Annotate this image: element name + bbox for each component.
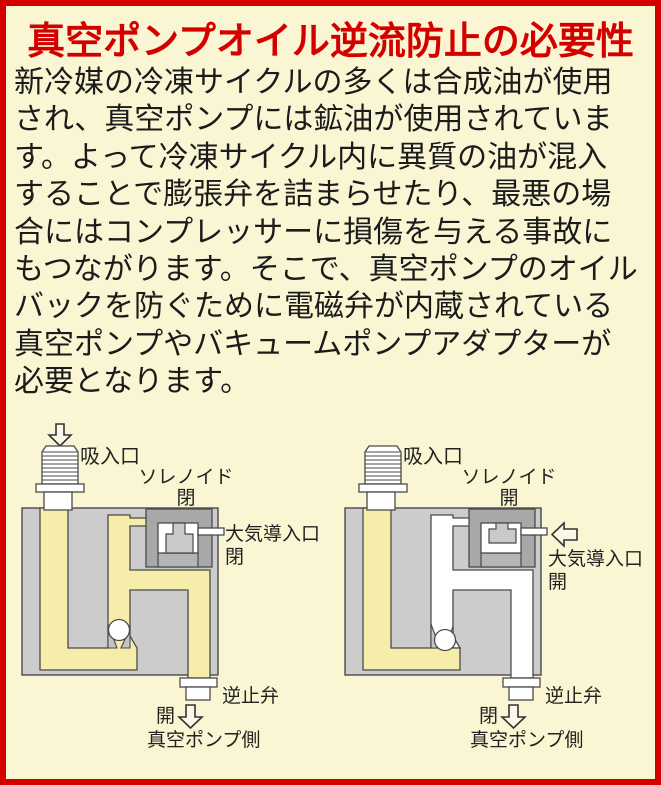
- refrigerant-channel: [39, 507, 211, 679]
- solenoid-plunger: [165, 522, 194, 554]
- check-ball: [107, 618, 131, 642]
- diagram-solenoid-closed: 吸入口 ソレノイド 閉 大気導入口 閉 逆止弁 開 真空ポンプ側: [21, 423, 320, 751]
- solenoid-state: 開: [499, 488, 518, 509]
- down-arrow-icon: [177, 704, 204, 730]
- solenoid-plunger: [488, 522, 517, 544]
- inlet-threads: [42, 451, 78, 481]
- body-line: することで膨張弁を詰まらせたり、最悪の場: [14, 178, 612, 212]
- inlet-flange: [358, 483, 408, 493]
- atmos-port: [197, 527, 225, 536]
- atmos-label: 大気導入口: [548, 548, 643, 570]
- body-line: す。よって冷凍サイクル内に異質の油が混入: [14, 140, 608, 174]
- body-paragraph: 新冷媒の冷凍サイクルの多くは合成油が使用 され、真空ポンプには鉱油が使用されてい…: [14, 64, 650, 401]
- body-line: バックを防ぐために電磁弁が内蔵されている: [14, 290, 614, 324]
- inlet-neck: [43, 491, 73, 511]
- check-valve-label: 逆止弁: [545, 685, 602, 707]
- check-ball: [433, 628, 457, 652]
- check-valve-state: 閉: [479, 706, 498, 727]
- atmos-state: 閉: [225, 547, 244, 568]
- outlet-flange: [502, 677, 541, 688]
- diagram-solenoid-open: 吸入口 ソレノイド 開 大気導入口 開 逆止弁 閉 真空ポンプ側: [344, 445, 643, 751]
- solenoid-base: [480, 552, 522, 568]
- body-line: 必要となります。: [14, 365, 251, 399]
- inlet-flange: [35, 483, 85, 493]
- inlet-label: 吸入口: [80, 446, 140, 468]
- down-arrow-icon: [47, 423, 73, 448]
- inlet-label: 吸入口: [403, 446, 463, 468]
- check-valve-label: 逆止弁: [222, 685, 279, 707]
- body-line: もつながります。そこで、真空ポンプのオイル: [14, 253, 638, 287]
- outlet-nut: [185, 686, 211, 701]
- outlet-nut: [508, 686, 534, 701]
- solenoid-label: ソレノイド: [138, 467, 233, 488]
- left-arrow-icon: [550, 521, 578, 548]
- inlet-neck: [366, 491, 396, 511]
- body-line: 真空ポンプやバキュームポンプアダプターが: [14, 327, 612, 361]
- check-valve-state: 開: [156, 706, 175, 727]
- solenoid-label: ソレノイド: [461, 467, 556, 488]
- inlet-threads: [365, 451, 401, 481]
- down-arrow-icon: [500, 704, 527, 730]
- body-line: 合にはコンプレッサーに損傷を与える事故に: [14, 215, 613, 249]
- solenoid-state: 閉: [176, 488, 195, 509]
- body-line: され、真空ポンプには鉱油が使用されていま: [14, 103, 613, 137]
- atmos-state: 開: [548, 572, 567, 593]
- pump-side-label: 真空ポンプ側: [147, 729, 260, 751]
- atmos-port: [520, 527, 548, 536]
- solenoid-base: [157, 552, 199, 568]
- outlet-flange: [179, 677, 218, 688]
- page-title: 真空ポンプオイル逆流防止の必要性: [27, 21, 634, 63]
- body-line: 新冷媒の冷凍サイクルの多くは合成油が使用: [14, 66, 613, 99]
- pump-side-label: 真空ポンプ側: [470, 729, 583, 751]
- atmos-label: 大気導入口: [225, 523, 320, 545]
